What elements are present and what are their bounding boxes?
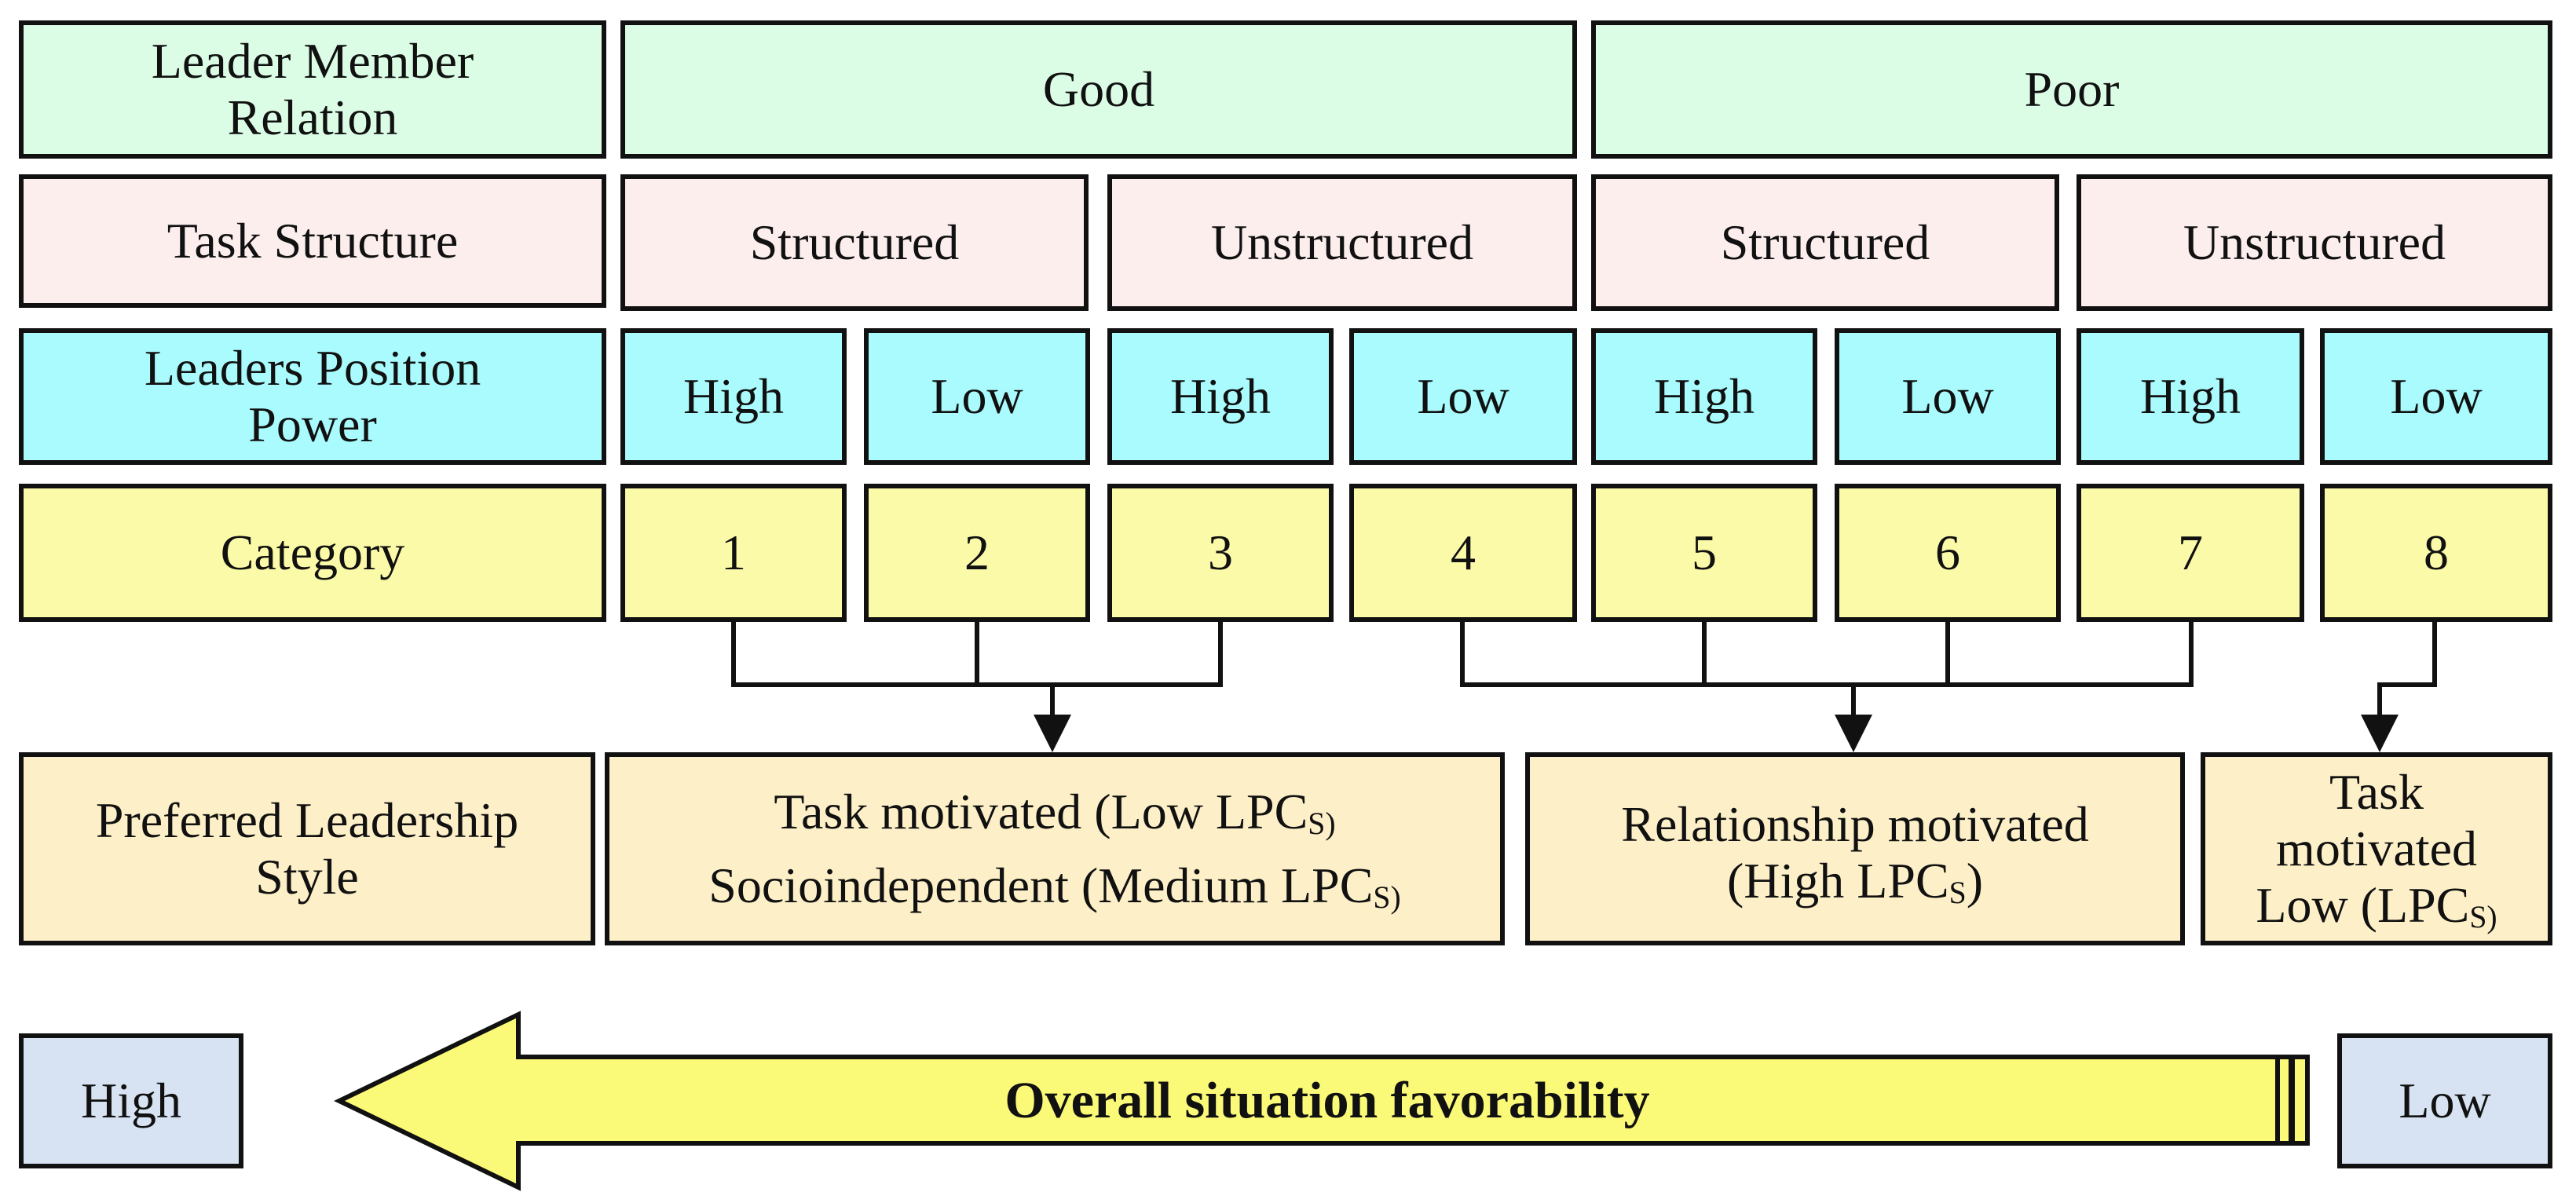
header-line: Leader Member xyxy=(151,33,474,90)
power-8: Low xyxy=(2320,328,2552,465)
favorability-arrow-body xyxy=(334,1011,2310,1191)
category-2: 2 xyxy=(864,484,1090,622)
relation-good: Good xyxy=(620,20,1577,159)
category-7: 7 xyxy=(2077,484,2304,622)
style-task-motivated-low: Task motivated Low (LPCS) xyxy=(2201,752,2552,945)
header-line: Leaders Position xyxy=(144,340,481,397)
style-line: Low (LPCS) xyxy=(2256,876,2497,934)
power-6: Low xyxy=(1835,328,2061,465)
power-5: High xyxy=(1591,328,1817,465)
category-4: 4 xyxy=(1349,484,1577,622)
power-3: High xyxy=(1107,328,1334,465)
task-structure-header: Task Structure xyxy=(19,174,606,308)
preferred-style-header: Preferred Leadership Style xyxy=(19,752,595,945)
relation-poor: Poor xyxy=(1591,20,2552,159)
style-line: Relationship motivated xyxy=(1621,796,2089,852)
style-line: Socioindependent (Medium LPCS) xyxy=(708,857,1401,916)
arrowhead-3 xyxy=(2361,715,2399,752)
category-8: 8 xyxy=(2320,484,2552,622)
power-1: High xyxy=(620,328,847,465)
style-line: Task motivated (Low LPCS) xyxy=(774,784,1336,842)
category-3: 3 xyxy=(1107,484,1334,622)
style-line: motivated xyxy=(2276,821,2477,877)
position-power-header: Leaders Position Power xyxy=(19,328,606,465)
category-6: 6 xyxy=(1835,484,2061,622)
task-unstructured-good: Unstructured xyxy=(1107,174,1577,311)
header-line: Preferred Leadership xyxy=(95,792,519,849)
task-structured-good: Structured xyxy=(620,174,1089,311)
category-5: 5 xyxy=(1591,484,1817,622)
task-unstructured-poor: Unstructured xyxy=(2077,174,2552,311)
power-4: Low xyxy=(1349,328,1577,465)
category-header: Category xyxy=(19,484,606,622)
power-7: High xyxy=(2077,328,2304,465)
style-line: Task xyxy=(2329,764,2424,821)
leader-member-relation-header: Leader Member Relation xyxy=(19,20,606,159)
style-task-socioindependent: Task motivated (Low LPCS) Socioindepende… xyxy=(605,752,1505,945)
style-line: (High LPCS) xyxy=(1726,852,1984,910)
category-1: 1 xyxy=(620,484,847,622)
header-line: Power xyxy=(248,397,377,452)
header-line: Style xyxy=(255,849,359,905)
arrowhead-2 xyxy=(1835,715,1872,752)
arrowhead-1 xyxy=(1034,715,1071,752)
connector-group-3 xyxy=(2377,622,2437,716)
power-2: Low xyxy=(864,328,1090,465)
style-relationship-motivated: Relationship motivated (High LPCS) xyxy=(1525,752,2185,945)
header-line: Relation xyxy=(227,90,398,145)
favorability-label: Overall situation favorability xyxy=(1004,1072,1650,1129)
task-structured-poor: Structured xyxy=(1591,174,2059,311)
connector-group-2 xyxy=(1460,622,2194,687)
favorability-high: High xyxy=(19,1033,243,1168)
favorability-low: Low xyxy=(2337,1033,2552,1168)
